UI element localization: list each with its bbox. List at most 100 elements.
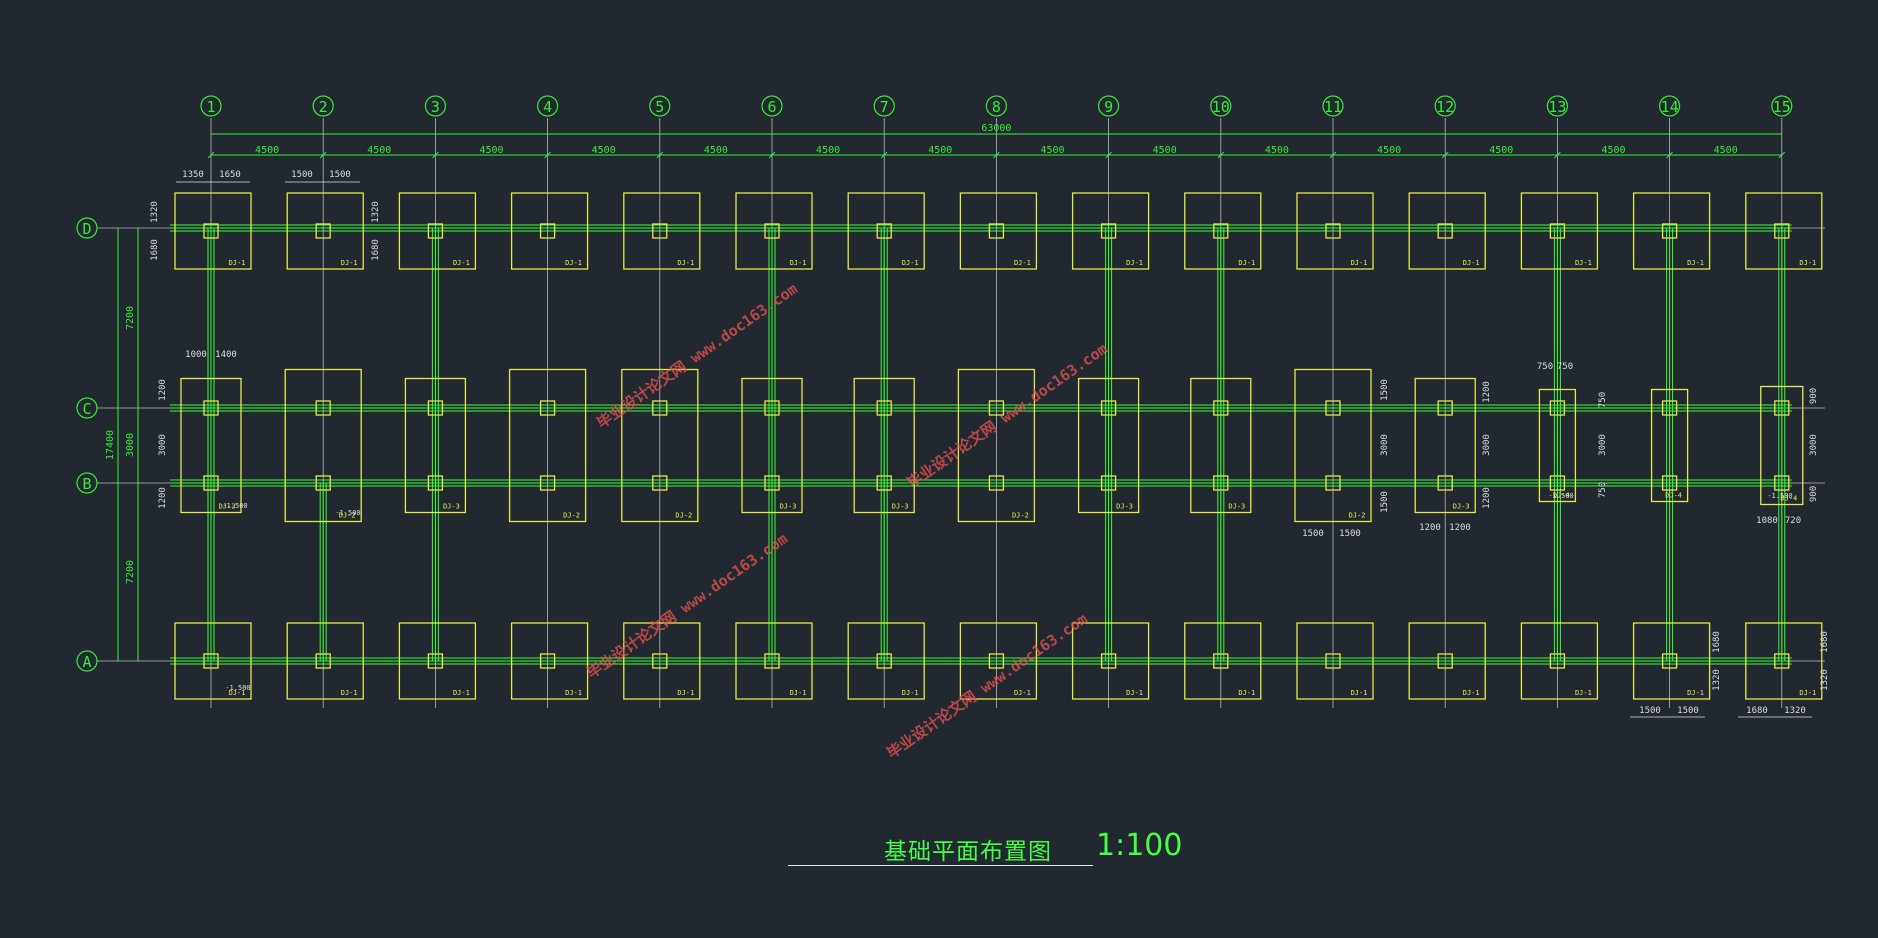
footing-tag: DJ-2 <box>1349 512 1366 520</box>
footing-tag: DJ-1 <box>341 259 358 267</box>
footing-tag: DJ-3 <box>219 503 236 511</box>
footing-outline <box>1408 622 1486 700</box>
bay-spacing-label: 4500 <box>1040 145 1064 156</box>
column-square <box>1549 653 1566 669</box>
footing-tag: DJ-1 <box>677 259 694 267</box>
column-square <box>315 223 331 239</box>
footing-tag: DJ-4 <box>1665 492 1682 500</box>
grid-bubble-col-label: 6 <box>767 98 776 116</box>
drawing-scale: 1:100 <box>1096 828 1183 863</box>
column-square <box>315 400 331 416</box>
column-square <box>203 475 219 491</box>
edge-vdim-label: 1320 <box>371 201 381 223</box>
footing-tag: DJ-1 <box>1014 259 1031 267</box>
mid-vdim-label: 1500 <box>1380 491 1390 513</box>
dimension-tick <box>880 151 888 159</box>
column-square <box>1549 475 1566 491</box>
footing-outline <box>623 192 701 270</box>
bay-spacing-label: 4500 <box>816 145 840 156</box>
dimension-tick <box>768 151 776 159</box>
footing-outline <box>1184 192 1262 270</box>
grid-bubble-col <box>1097 95 1120 117</box>
grid-bubble-row <box>76 217 98 239</box>
grid-bubble-row <box>76 472 98 494</box>
grid-bubble-col <box>649 95 671 117</box>
footing-outline <box>1296 192 1374 270</box>
column-square <box>1549 400 1566 416</box>
footing-outline <box>1071 192 1150 270</box>
grid-bubble-col <box>312 95 334 117</box>
footing-tag: DJ-1 <box>902 689 919 697</box>
column-square <box>203 223 219 239</box>
grid-bubble-col-label: 7 <box>880 98 889 116</box>
grid-bubble-col <box>985 95 1008 117</box>
column-square <box>1661 223 1678 239</box>
footing-outline <box>398 622 477 700</box>
bottom-dim-label: 1680 <box>1746 706 1768 716</box>
edge-dim-label: 1650 <box>219 170 241 180</box>
grid-bubble-row <box>76 397 98 419</box>
column-square <box>1100 653 1117 669</box>
column-square <box>876 475 892 491</box>
mid-vdim-label: 1200 <box>1482 487 1492 509</box>
footing-tag: DJ-1 <box>1799 689 1816 697</box>
footing-outline <box>957 368 1036 523</box>
dimension-tick <box>1778 151 1786 159</box>
footing-tag: DJ-1 <box>229 259 246 267</box>
footing-outline <box>847 622 925 700</box>
column-square <box>1100 475 1117 491</box>
column-square <box>1100 400 1117 416</box>
column-square <box>876 653 892 669</box>
grid-bubble-row <box>76 650 98 672</box>
footing-outline <box>735 622 813 700</box>
footing-outline <box>510 622 589 700</box>
footing-outline <box>1296 622 1374 700</box>
mid-vdim-label: 3000 <box>158 434 168 456</box>
grid-bubble-col <box>1322 95 1344 117</box>
bottom-dim-label: 1500 <box>1639 706 1661 716</box>
column-square <box>876 400 892 416</box>
bottom-dim-label: 1320 <box>1784 706 1806 716</box>
footing-outline <box>508 368 587 523</box>
grid-bubble-col-label: 14 <box>1661 98 1679 116</box>
column-square <box>988 475 1005 491</box>
footing-tag: DJ-2 <box>563 512 580 520</box>
edge-vdim-label: 1320 <box>150 201 160 223</box>
column-square <box>315 653 331 669</box>
footing-outline <box>398 192 477 270</box>
footing-tag: DJ-1 <box>341 689 358 697</box>
footing-tag: DJ-1 <box>1238 689 1255 697</box>
mid-vdim-label: 3000 <box>1598 434 1608 456</box>
dimension-tick <box>1329 151 1337 159</box>
footing-outline <box>1077 377 1140 514</box>
grid-bubble-col-label: 8 <box>992 98 1001 116</box>
dimension-tick <box>1441 151 1449 159</box>
watermark-text: 毕业设计论文网 www.doc163.com <box>883 610 1090 763</box>
overall-width-label: 17400 <box>105 430 116 460</box>
footing-tag: DJ-3 <box>1453 503 1470 511</box>
edge-vdim-label: 1680 <box>371 239 381 261</box>
column-square <box>1437 223 1453 239</box>
grid-bubble-col-label: 10 <box>1212 98 1230 116</box>
footing-tag: DJ-1 <box>453 689 470 697</box>
column-square <box>876 223 892 239</box>
footing-tag: DJ-1 <box>902 259 919 267</box>
grid-bubble-col <box>200 95 222 117</box>
column-square <box>427 400 444 416</box>
bay-spacing-label: 4500 <box>479 145 503 156</box>
drawing-title-block: 基础平面布置图 1:100 <box>788 828 1182 868</box>
footing-tag: DJ-3 <box>1228 503 1245 511</box>
footing-outline <box>404 377 467 514</box>
footing-tag: DJ-1 <box>565 689 582 697</box>
mid-vdim-label: 3000 <box>1809 434 1819 456</box>
footing-outline <box>959 192 1038 270</box>
bay-spacing-label: 4500 <box>367 145 391 156</box>
row-spacing-label: 7200 <box>125 306 136 330</box>
overall-length-label: 63000 <box>981 123 1011 134</box>
footing-outline <box>1520 192 1599 270</box>
footing-tag: DJ-1 <box>1799 259 1816 267</box>
footing-outline <box>1184 622 1262 700</box>
column-square <box>764 400 780 416</box>
mid-dim-label: 1200 <box>1419 523 1441 533</box>
